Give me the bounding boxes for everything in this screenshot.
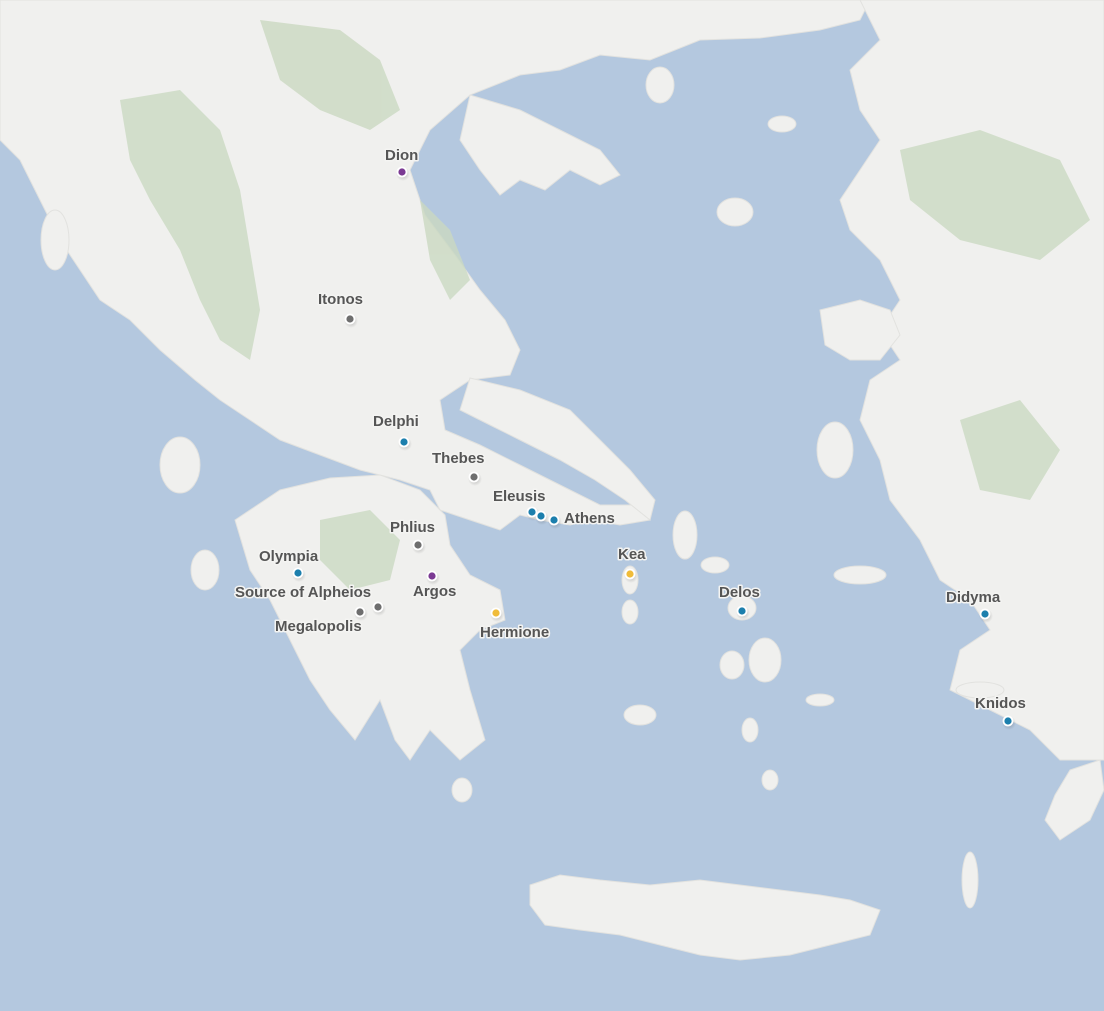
site-marker-megalopolis[interactable]: [354, 606, 366, 618]
site-marker-dion[interactable]: [396, 166, 408, 178]
forest-pindus: [120, 90, 260, 360]
site-label-argos: Argos: [413, 583, 456, 600]
land-peloponnese: [234, 474, 506, 761]
site-marker-delphi[interactable]: [398, 436, 410, 448]
site-label-knidos: Knidos: [975, 695, 1026, 712]
land-kos: [955, 681, 1005, 699]
site-marker-kea[interactable]: [624, 568, 636, 580]
land-samothrace: [767, 115, 797, 133]
forest-north: [260, 20, 400, 130]
land-santorini: [761, 769, 779, 791]
land-euboea: [459, 377, 656, 521]
site-marker-delos[interactable]: [736, 605, 748, 617]
site-markers: [292, 166, 1016, 730]
site-label-source-of-alpheios: Source of Alpheios: [235, 584, 371, 601]
land-zakynthos: [190, 549, 220, 591]
land-corfu: [40, 209, 70, 271]
site-label-megalopolis: Megalopolis: [275, 618, 362, 635]
site-marker-phlius[interactable]: [412, 539, 424, 551]
site-label-olympia: Olympia: [259, 548, 319, 565]
forest-anatolia: [900, 130, 1090, 260]
land-karpathos: [961, 851, 979, 909]
site-marker-didyma[interactable]: [979, 608, 991, 620]
site-marker-eleusis[interactable]: [526, 506, 538, 518]
land-chios: [816, 421, 854, 479]
land-andros: [672, 510, 698, 560]
site-marker-athens[interactable]: [548, 514, 560, 526]
land-lesbos: [819, 299, 901, 361]
forest-arcadia: [320, 510, 400, 590]
site-marker-knidos[interactable]: [1002, 715, 1014, 727]
forest-layer: [120, 20, 1090, 590]
site-label-kea: Kea: [618, 546, 646, 563]
site-label-delos: Delos: [719, 584, 760, 601]
land-amorgos: [805, 693, 835, 707]
land-samos: [833, 565, 887, 585]
site-label-didyma: Didyma: [946, 589, 1001, 606]
land-naxos: [748, 637, 782, 683]
land-rhodes: [1044, 759, 1104, 841]
land-kefalonia: [159, 436, 201, 494]
land-crete: [529, 874, 881, 961]
site-label-hermione: Hermione: [480, 624, 549, 641]
land-paros: [719, 650, 745, 680]
site-marker-hermione[interactable]: [490, 607, 502, 619]
site-label-eleusis: Eleusis: [493, 488, 546, 505]
land-milos: [623, 704, 657, 726]
land-lemnos: [716, 197, 754, 227]
site-label-athens: Athens: [564, 510, 615, 527]
land-kythera: [451, 777, 473, 803]
site-marker-itonos[interactable]: [344, 313, 356, 325]
site-label-itonos: Itonos: [318, 291, 363, 308]
land-kythnos: [621, 599, 639, 625]
site-marker-argos[interactable]: [426, 570, 438, 582]
forest-east: [420, 200, 470, 300]
land-tinos: [700, 556, 730, 574]
site-marker-olympia[interactable]: [292, 567, 304, 579]
site-label-dion: Dion: [385, 147, 418, 164]
site-marker-eleusis-2[interactable]: [535, 510, 547, 522]
site-label-delphi: Delphi: [373, 413, 419, 430]
site-labels: DionItonosDelphiThebesEleusisAthensPhliu…: [234, 146, 1028, 714]
site-marker-source-of-alpheios[interactable]: [372, 601, 384, 613]
land-chalkidiki: [459, 94, 621, 196]
site-label-phlius: Phlius: [390, 519, 435, 536]
land-thasos: [645, 66, 675, 104]
site-marker-thebes[interactable]: [468, 471, 480, 483]
site-label-thebes: Thebes: [432, 450, 485, 467]
land-ios: [741, 717, 759, 743]
forest-anatolia-south: [960, 400, 1060, 500]
